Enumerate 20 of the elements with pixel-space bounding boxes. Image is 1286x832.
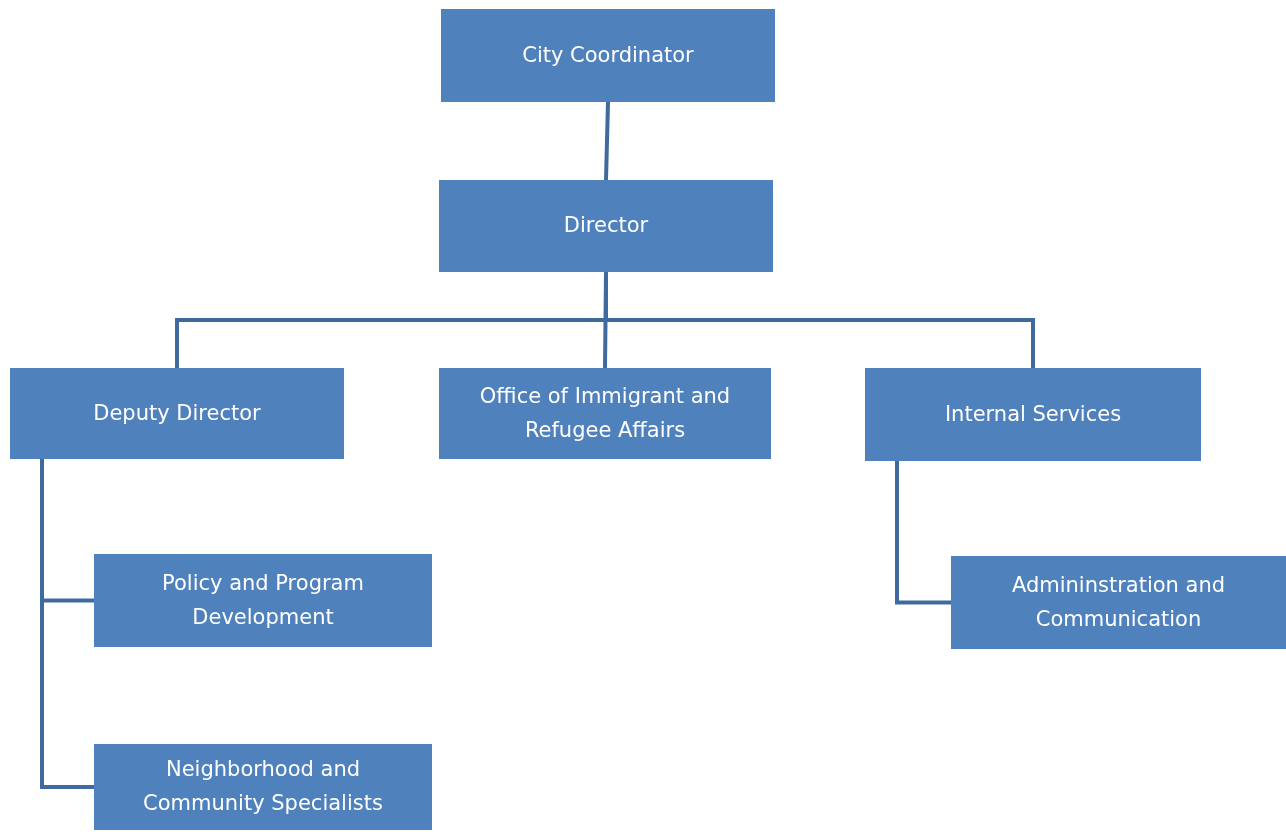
org-box: [865, 368, 1201, 461]
box-label: Deputy Director: [93, 399, 261, 427]
connector-line: [604, 101, 610, 181]
box-label: Office of Immigrant and Refugee Affairs: [478, 382, 732, 444]
org-box: [439, 368, 771, 459]
box-label: City Coordinator: [522, 41, 694, 69]
box-label: Director: [563, 212, 649, 240]
org-box: [441, 9, 775, 102]
org-box: [94, 744, 432, 830]
org-box: [10, 368, 344, 459]
connector-line: [40, 459, 94, 789]
box-label: Policy and Program Development: [161, 569, 365, 631]
org-box: [94, 554, 432, 647]
org-box: [439, 180, 773, 272]
connector-line: [604, 272, 1035, 368]
box-label: Internal Services: [944, 400, 1122, 428]
org-box: [951, 556, 1286, 649]
connector-line: [895, 461, 951, 605]
box-label: Neighborhood and Community Specialists: [142, 756, 384, 817]
box-label: Admininstration and Communication: [1010, 571, 1227, 633]
